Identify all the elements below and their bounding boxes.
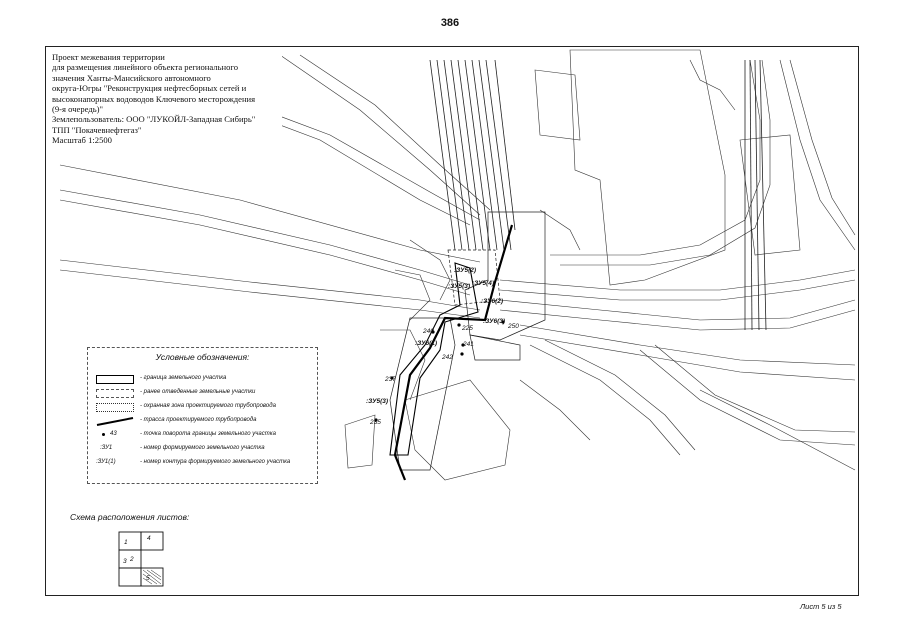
protection-zone [447, 249, 501, 306]
building-block [534, 69, 581, 141]
turning-point [431, 330, 435, 334]
parcel-label: :ЗУ6(3) [483, 318, 505, 325]
parcel-label: :ЗУ5(4) [472, 280, 494, 287]
pipeline-route-symbol [96, 417, 134, 426]
page-number: 386 [440, 17, 460, 29]
protection-zone-symbol [96, 403, 134, 412]
legend-item: - охранная зона проектируемого трубопров… [96, 402, 316, 414]
point-label: 242 [441, 354, 453, 361]
sheet-scheme-title: Схема расположения листов: [70, 512, 190, 522]
sheet-label: Лист 5 из 5 [800, 602, 842, 611]
turning-point [501, 320, 505, 324]
parcel-label: :ЗУ5(3) [448, 283, 470, 290]
parcel-label: :ЗУ6(2) [481, 298, 503, 305]
legend-item: 43 - точка поворота границы земельного у… [96, 430, 316, 442]
existing-parcels-symbol [96, 389, 134, 398]
legend-item: :ЗУ1(1) - номер контура формируемого зем… [96, 458, 316, 470]
title-line: Проект межевания территории [52, 52, 165, 62]
point-label: 241 [462, 341, 474, 348]
building-block [344, 414, 376, 469]
parcel-number-symbol: :ЗУ1 [100, 445, 113, 451]
turning-point [461, 343, 465, 347]
contour-number-symbol: :ЗУ1(1) [96, 459, 116, 465]
legend-item: :ЗУ1 - номер формируемого земельного уча… [96, 444, 316, 456]
title-line: Масштаб 1:2500 [52, 135, 112, 146]
sheet-scheme-cell: 5 [146, 575, 150, 582]
sheet-scheme-cell: 3 [123, 558, 127, 565]
turning-point [457, 323, 461, 327]
point-label: 235 [369, 419, 381, 426]
sheet-scheme-cell: 1 [124, 539, 128, 546]
protection-zone [464, 211, 546, 341]
legend-title: Условные обозначения: [155, 352, 250, 362]
building-block [569, 49, 726, 286]
title-line: ТПП "Покачевнефтегаз" [52, 124, 142, 135]
map-frame [45, 46, 859, 596]
turning-point [390, 376, 394, 380]
legend-item: - граница земельного участка [96, 374, 316, 386]
title-line: округа-Югры "Реконструкция нефтесборных … [52, 83, 247, 94]
title-block: Проект межевания территории для размещен… [52, 52, 282, 146]
parcel-label: :ЗУ5(3) [366, 398, 388, 405]
title-line: для размещения линейного объекта региона… [52, 62, 239, 73]
building-block [404, 379, 511, 481]
parcel-label: :ЗУ6(1) [415, 340, 437, 347]
title-line: значения Ханты-Мансийского автономного [52, 72, 211, 83]
legend-item: - трасса проектируемого трубопровода [96, 416, 316, 428]
legend: Условные обозначения: - граница земельно… [87, 347, 318, 484]
turning-point [460, 352, 464, 356]
sheet-scheme-grid [118, 531, 164, 587]
point-label: 237 [384, 376, 396, 383]
turning-point-symbol: 43 [96, 431, 134, 440]
title-line: высоконапорных водоводов Ключевого место… [52, 93, 256, 104]
turning-point [374, 418, 378, 422]
building-block [739, 134, 801, 256]
protection-zone [469, 334, 521, 361]
sheet-scheme-cell: 4 [147, 535, 151, 542]
sheet-scheme-cell: 2 [129, 556, 134, 563]
legend-item: - ранее отведенные земельные участки [96, 388, 316, 400]
point-label: 225 [461, 325, 473, 332]
parcel-boundary [389, 262, 479, 456]
title-line: Землепользователь: ООО "ЛУКОЙЛ-Западная … [52, 114, 256, 125]
parcel-boundary-symbol [96, 375, 134, 384]
title-line: (9-я очередь)" [52, 104, 103, 115]
point-label: 240 [422, 328, 434, 335]
pipeline-route [393, 224, 514, 481]
point-label: 250 [507, 323, 519, 330]
parcel-label: :ЗУ5(2) [454, 267, 476, 274]
